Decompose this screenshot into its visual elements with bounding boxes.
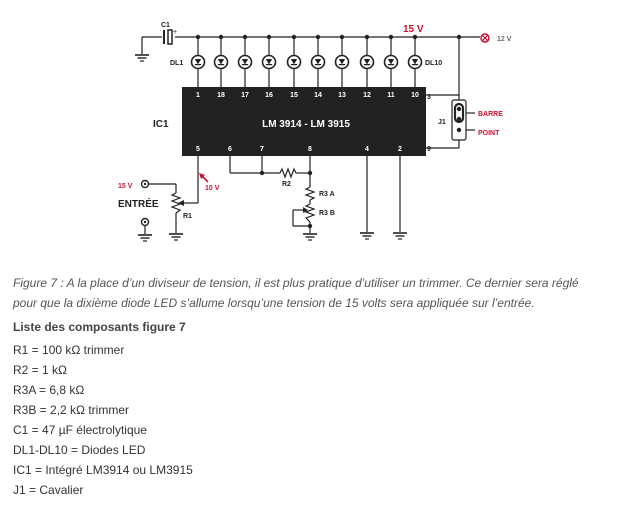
trimmer-r1 xyxy=(147,183,184,233)
list-item: C1 = 47 µF électrolytique xyxy=(13,423,147,437)
resistor-r3a xyxy=(304,186,316,201)
pin-14: 14 xyxy=(314,92,322,99)
led-dl8 xyxy=(359,54,375,70)
dl10-label: DL10 xyxy=(425,60,442,67)
input-terminal-top-icon xyxy=(140,179,150,189)
signal-wires xyxy=(183,156,311,233)
c1-plus-sign: + xyxy=(173,29,177,36)
dl1-label: DL1 xyxy=(170,60,183,67)
led-dl10 xyxy=(407,54,423,70)
ground-symbol-c1 xyxy=(134,54,150,62)
led-dl4 xyxy=(261,54,277,70)
led-dl2 xyxy=(213,54,229,70)
ic-body xyxy=(182,87,426,156)
components-list: R1 = 100 kΩ trimmer R2 = 1 kΩ R3A = 6,8 … xyxy=(13,340,193,500)
jumper-j1 xyxy=(451,99,475,141)
list-item: IC1 = Intégré LM3914 ou LM3915 xyxy=(13,463,193,477)
signal-junctions xyxy=(259,170,313,229)
capacitor-c1 xyxy=(163,29,173,45)
pin-10: 10 xyxy=(411,92,419,99)
ground-symbol-pin2 xyxy=(392,232,408,240)
pin-4: 4 xyxy=(365,146,369,153)
supply-terminal-icon xyxy=(480,33,490,43)
list-item: R1 = 100 kΩ trimmer xyxy=(13,343,125,357)
barre-label: BARRE xyxy=(478,111,503,118)
supply-rail xyxy=(141,36,480,54)
wiper-voltage-label: 10 V xyxy=(205,185,220,192)
ground-wires xyxy=(366,156,401,232)
pin-8: 8 xyxy=(308,146,312,153)
led-dl5 xyxy=(286,54,302,70)
supply-voltage-label: 15 V xyxy=(403,24,424,35)
bottom-pin-numbers: 5 6 7 8 4 2 xyxy=(196,146,402,153)
j1-label: J1 xyxy=(438,119,446,126)
led-array xyxy=(190,54,423,70)
r2-label: R2 xyxy=(282,181,291,188)
r3b-label: R3 B xyxy=(319,210,335,217)
pin-5: 5 xyxy=(196,146,200,153)
ground-symbol-r1 xyxy=(168,233,184,241)
pin-18: 18 xyxy=(217,92,225,99)
supply-out-label: 12 V xyxy=(497,36,512,43)
pin-17: 17 xyxy=(241,92,249,99)
trimmer-r3b xyxy=(304,203,316,223)
c1-label: C1 xyxy=(161,22,170,29)
list-item: DL1-DL10 = Diodes LED xyxy=(13,443,146,457)
r3b-wiper-arrow xyxy=(303,207,308,213)
list-item: R3B = 2,2 kΩ trimmer xyxy=(13,403,129,417)
point-label: POINT xyxy=(478,130,500,137)
input-terminal-bottom-icon xyxy=(140,217,150,234)
pin-2: 2 xyxy=(398,146,402,153)
pin-12: 12 xyxy=(363,92,371,99)
input-label: ENTRÉE xyxy=(118,197,159,210)
top-pin-numbers: 1 18 17 16 15 14 13 12 11 10 xyxy=(196,92,419,99)
ground-symbol-r3b xyxy=(302,233,318,241)
wiper-voltage-arrow-icon xyxy=(199,173,209,183)
ground-symbol-pin4 xyxy=(359,232,375,240)
circuit-schematic: C1 + 15 V 12 V xyxy=(118,22,512,242)
pin-16: 16 xyxy=(265,92,273,99)
ground-symbol-input xyxy=(137,234,153,242)
pin-9: 9 xyxy=(427,146,431,153)
led-dl3 xyxy=(237,54,253,70)
list-item: J1 = Cavalier xyxy=(13,483,84,497)
led-dl6 xyxy=(310,54,326,70)
pin-3: 3 xyxy=(427,94,431,101)
pin-11: 11 xyxy=(387,92,395,99)
pin-7: 7 xyxy=(260,146,264,153)
pin-13: 13 xyxy=(338,92,346,99)
r3a-label: R3 A xyxy=(319,191,335,198)
led-dl7 xyxy=(334,54,350,70)
list-item: R3A = 6,8 kΩ xyxy=(13,383,85,397)
resistor-r2 xyxy=(279,167,297,179)
figure-caption: Figure 7 : A la place d’un diviseur de t… xyxy=(13,276,579,310)
junction-dots xyxy=(195,34,462,40)
led-dl1 xyxy=(190,54,206,70)
list-item: R2 = 1 kΩ xyxy=(13,363,67,377)
input-voltage-label: 15 V xyxy=(118,183,133,190)
pin-15: 15 xyxy=(290,92,298,99)
led-dl9 xyxy=(383,54,399,70)
pin-1: 1 xyxy=(196,92,200,99)
r1-label: R1 xyxy=(183,213,192,220)
ic-name: LM 3914 - LM 3915 xyxy=(262,119,350,130)
components-title: Liste des composants figure 7 xyxy=(13,320,186,334)
ic-label: IC1 xyxy=(153,119,169,130)
pin-6: 6 xyxy=(228,146,232,153)
